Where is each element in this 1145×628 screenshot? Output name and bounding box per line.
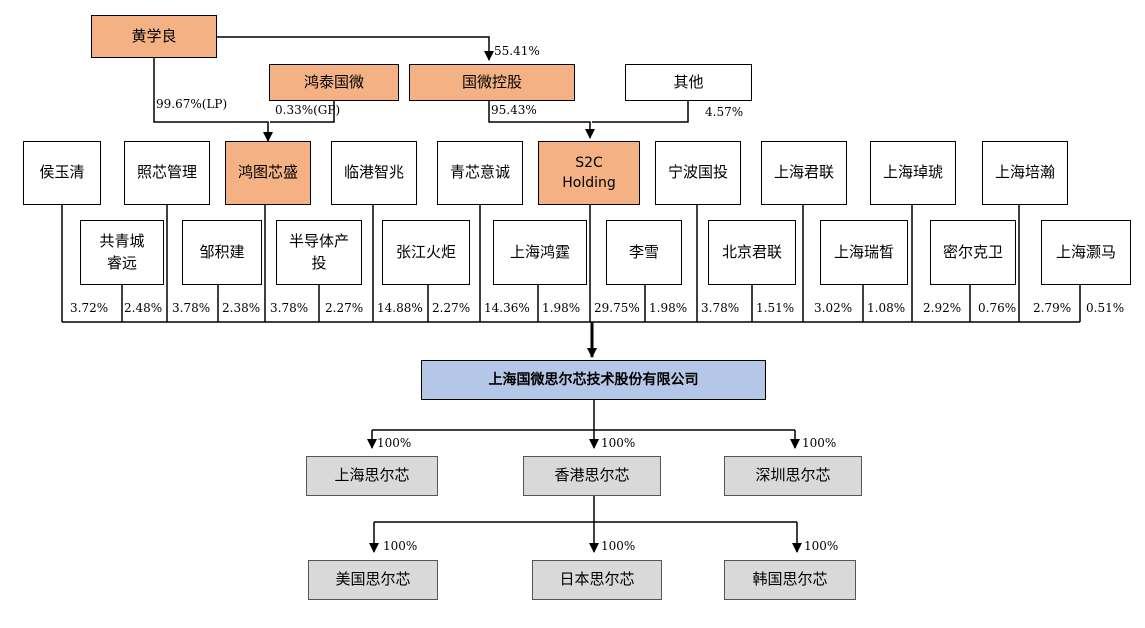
company-box: 上海国微思尔芯技术股份有限公司 (421, 360, 766, 400)
shareholder-row1-item: 青芯意诚 (437, 141, 523, 205)
shareholder-row2-item: 北京君联 (708, 220, 796, 285)
pct-row2: 2.48% (124, 301, 163, 315)
pct-row1: 3.78% (701, 301, 740, 315)
shareholder-guowei-holding: 国微控股 (409, 64, 575, 101)
pct-hongtai-to-hongtu: 0.33%(GP) (275, 103, 341, 117)
shareholder-huang-xueliang: 黄学良 (91, 15, 217, 58)
shareholder-others: 其他 (625, 64, 752, 101)
shareholder-row2-item: 李雪 (606, 220, 682, 285)
subsidiary-japan: 日本思尔芯 (532, 560, 662, 600)
pct-row1: 3.78% (270, 301, 309, 315)
pct-subsidiary-l2: 100% (383, 539, 418, 553)
pct-others-to-s2c: 4.57% (705, 105, 744, 119)
pct-row1: 2.92% (923, 301, 962, 315)
shareholder-row2-item: 邹积建 (182, 220, 262, 285)
shareholder-row2-item: 半导体产 投 (276, 220, 362, 285)
shareholder-row1-item: 宁波国投 (655, 141, 741, 205)
shareholder-row1-item: S2C Holding (538, 141, 640, 205)
pct-subsidiary-l1: 100% (601, 436, 636, 450)
pct-huang-to-hongtu: 99.67%(LP) (156, 97, 228, 111)
subsidiary-shenzhen: 深圳思尔芯 (724, 456, 862, 496)
pct-row2: 1.98% (542, 301, 581, 315)
subsidiary-shanghai: 上海思尔芯 (306, 456, 438, 496)
pct-row1: 14.36% (484, 301, 530, 315)
shareholder-hongtai-guowei: 鸿泰国微 (269, 64, 399, 101)
shareholder-row1-item: 鸿图芯盛 (225, 141, 311, 205)
pct-holding-to-s2c: 95.43% (491, 103, 537, 117)
pct-row1: 3.72% (70, 301, 109, 315)
pct-row2: 1.98% (649, 301, 688, 315)
pct-row2: 1.08% (867, 301, 906, 315)
pct-row1: 29.75% (594, 301, 640, 315)
pct-row1: 2.79% (1033, 301, 1072, 315)
pct-subsidiary-l1: 100% (802, 436, 837, 450)
pct-subsidiary-l2: 100% (601, 539, 636, 553)
shareholder-row2-item: 共青城 睿远 (80, 220, 164, 285)
pct-row2: 1.51% (756, 301, 795, 315)
pct-row1: 14.88% (377, 301, 423, 315)
pct-row2: 0.76% (978, 301, 1017, 315)
shareholder-row2-item: 上海灏马 (1041, 220, 1131, 285)
pct-row1: 3.02% (814, 301, 853, 315)
shareholder-row1-item: 照芯管理 (124, 141, 210, 205)
shareholder-row1-item: 临港智兆 (331, 141, 417, 205)
shareholder-row1-item: 上海培瀚 (982, 141, 1068, 205)
pct-row2: 0.51% (1086, 301, 1125, 315)
pct-subsidiary-l2: 100% (804, 539, 839, 553)
subsidiary-hongkong: 香港思尔芯 (523, 456, 661, 496)
pct-row1: 3.78% (172, 301, 211, 315)
pct-row2: 2.27% (432, 301, 471, 315)
shareholder-row1-item: 侯玉清 (23, 141, 101, 205)
shareholder-row2-item: 张江火炬 (382, 220, 470, 285)
shareholder-row2-item: 上海瑞晳 (820, 220, 908, 285)
pct-row2: 2.38% (222, 301, 261, 315)
shareholder-row1-item: 上海君联 (761, 141, 847, 205)
pct-huang-to-holding: 55.41% (494, 44, 540, 58)
subsidiary-usa: 美国思尔芯 (308, 560, 438, 600)
shareholder-row1-item: 上海琸琥 (870, 141, 956, 205)
pct-row2: 2.27% (325, 301, 364, 315)
subsidiary-korea: 韩国思尔芯 (724, 560, 856, 600)
shareholder-row2-item: 密尔克卫 (930, 220, 1016, 285)
shareholder-row2-item: 上海鸿霆 (493, 220, 587, 285)
pct-subsidiary-l1: 100% (377, 436, 412, 450)
